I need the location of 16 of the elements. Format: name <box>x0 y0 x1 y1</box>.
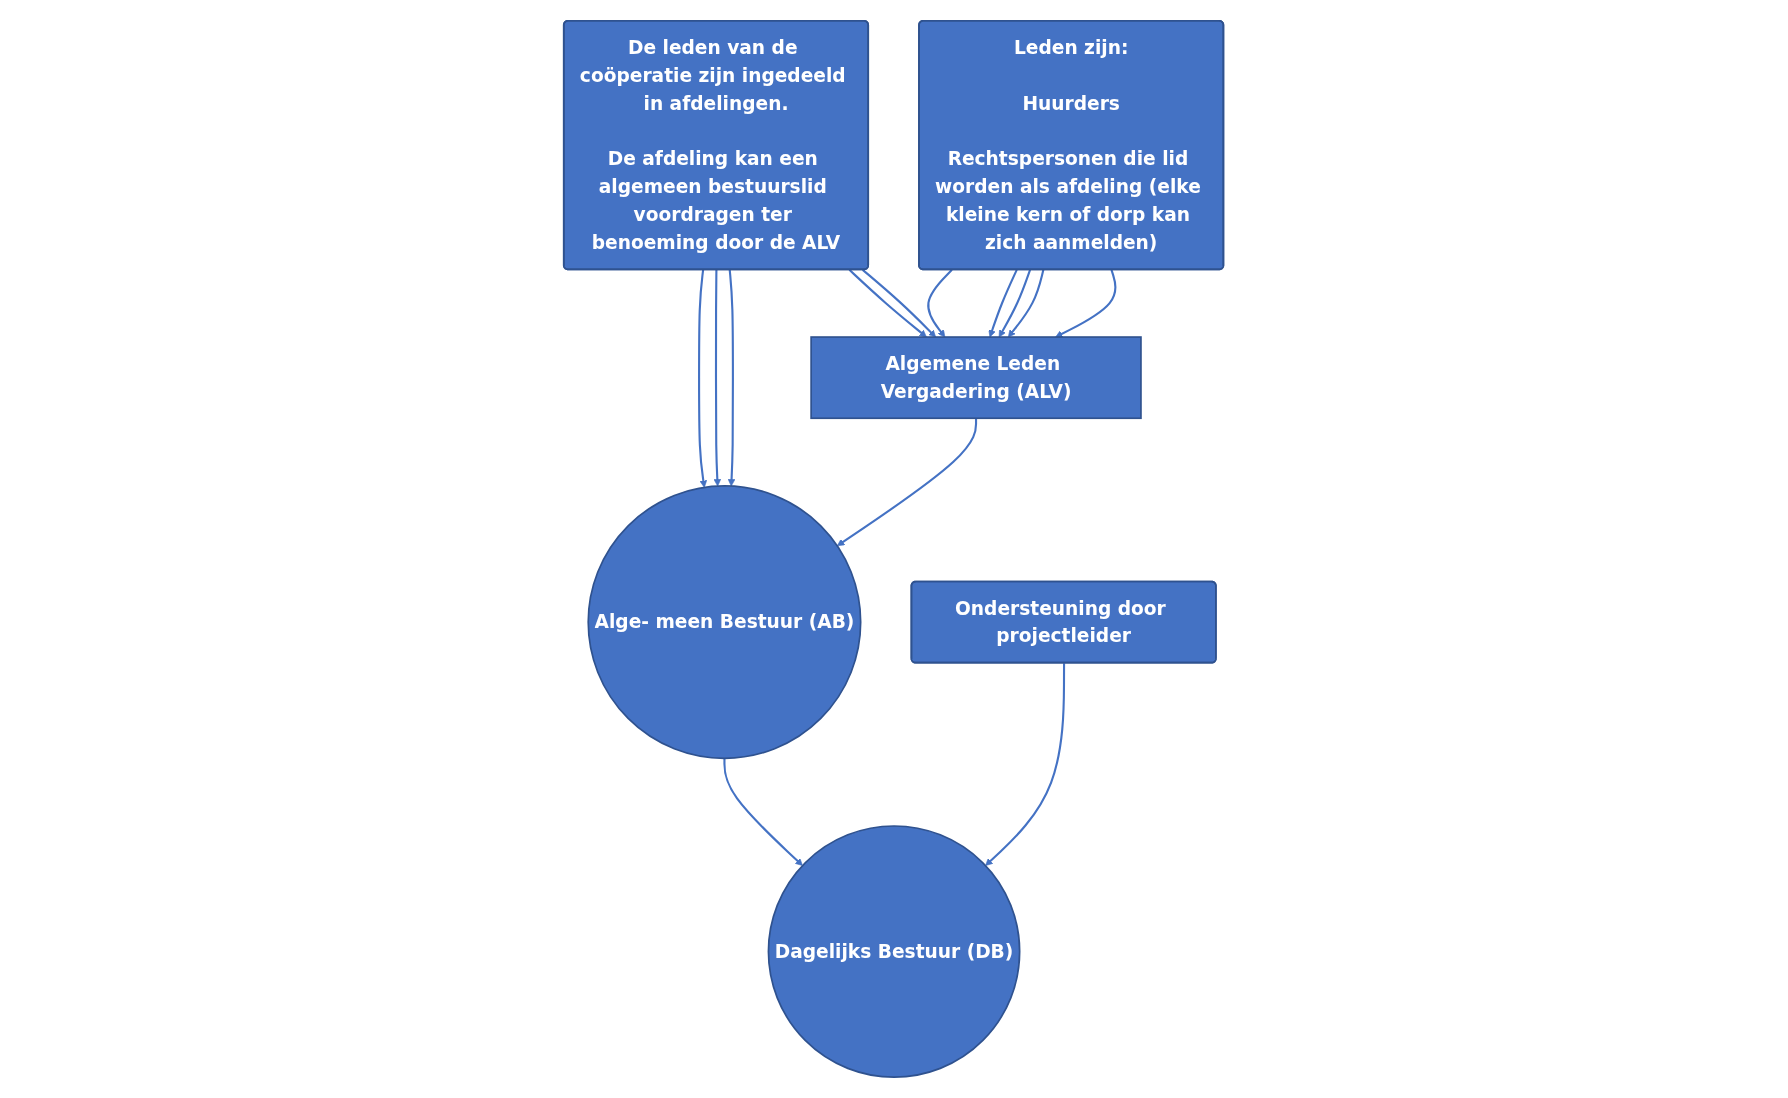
node-circle: Alge- meen Bestuur (AB) <box>587 485 862 760</box>
node-box: Algemene Leden Vergadering (ALV) <box>810 336 1143 420</box>
arrow <box>1055 269 1117 338</box>
arrow <box>849 269 928 338</box>
arrow <box>985 663 1066 866</box>
arrow <box>988 269 1019 338</box>
node-circle: Dagelijks Bestuur (DB) <box>768 825 1021 1079</box>
arrow <box>714 269 722 487</box>
arrow <box>698 269 708 488</box>
arrow <box>837 418 978 547</box>
arrow <box>927 269 954 338</box>
arrow <box>728 269 736 487</box>
arrow <box>862 269 937 338</box>
arrow <box>1008 269 1045 338</box>
arrow <box>999 269 1032 338</box>
arrow <box>723 758 804 866</box>
